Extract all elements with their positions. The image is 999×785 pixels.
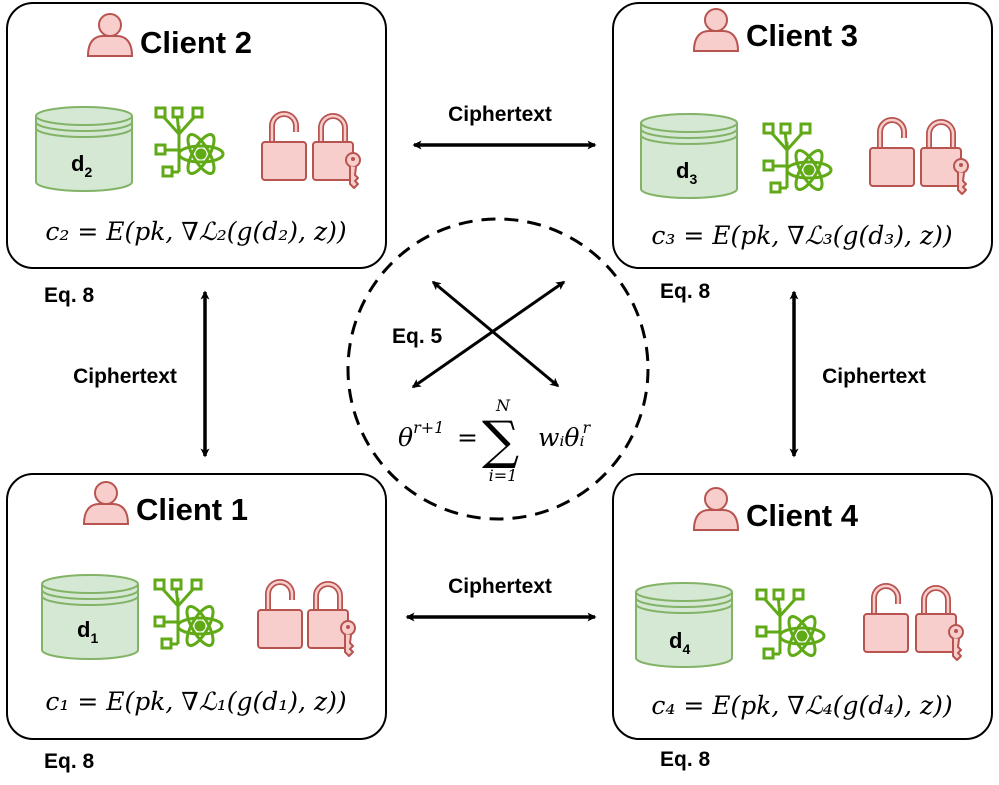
- client-3-box: [612, 2, 993, 269]
- client-3-data-label: d3: [676, 158, 697, 187]
- client-1-eq-label: Eq. 8: [44, 750, 95, 773]
- client-4-box: [612, 473, 993, 740]
- client-3-eq-label: Eq. 8: [660, 280, 711, 303]
- client-1-panel: Client 1 d1 c₁ = E(pk, ∇ℒ₁(g(d₁), z)): [6, 473, 387, 740]
- client-2-panel: Client 2 d2 c₂ = E(pk, ∇ℒ₂(g(d₂), z)): [6, 2, 387, 269]
- bottom-link-label: Ciphertext: [448, 575, 552, 598]
- agg-sum-lower: i=1: [489, 466, 518, 485]
- client-4-data-label: d4: [669, 628, 690, 657]
- client-1-data-label: d1: [77, 617, 98, 646]
- server-eq-label: Eq. 5: [392, 325, 443, 348]
- client-3-title: Client 3: [746, 18, 858, 53]
- client-1-formula: c₁ = E(pk, ∇ℒ₁(g(d₁), z)): [45, 687, 346, 716]
- client-1-box: [6, 473, 387, 740]
- agg-term: wᵢθᵢr: [538, 418, 592, 452]
- server-aggregation: Eq. 5 θr+1 = ∑ N i=1 wᵢθᵢr: [346, 217, 650, 521]
- server-arrow-diag-2: [431, 280, 560, 388]
- left-link-label: Ciphertext: [73, 365, 177, 388]
- eq5-label-bg: [389, 322, 459, 350]
- client-4-eq-label: Eq. 8: [660, 748, 711, 771]
- client-1-title: Client 1: [136, 492, 248, 527]
- client-4-title: Client 4: [746, 498, 859, 533]
- client-2-data-label: d2: [71, 151, 92, 180]
- top-link-label: Ciphertext: [448, 103, 552, 126]
- agg-equals: =: [457, 423, 478, 452]
- agg-sum-symbol: ∑: [482, 411, 519, 471]
- client-4-formula: c₄ = E(pk, ∇ℒ₄(g(d₄), z)): [651, 691, 952, 720]
- client-4-panel: Client 4 d4 c₄ = E(pk, ∇ℒ₄(g(d₄), z)): [612, 473, 993, 740]
- agg-sum-upper: N: [495, 396, 511, 415]
- client-3-formula: c₃ = E(pk, ∇ℒ₃(g(d₃), z)): [651, 221, 952, 250]
- server-dashed-circle: [346, 217, 650, 521]
- agg-lhs: θr+1: [398, 418, 444, 452]
- client-2-formula: c₂ = E(pk, ∇ℒ₂(g(d₂), z)): [45, 217, 346, 246]
- client-3-panel: Client 3 d3 c₃ = E(pk, ∇ℒ₃(g(d₃), z)): [612, 2, 993, 269]
- right-link-label: Ciphertext: [822, 365, 926, 388]
- client-2-eq-label: Eq. 8: [44, 284, 95, 307]
- client-2-title: Client 2: [140, 25, 252, 60]
